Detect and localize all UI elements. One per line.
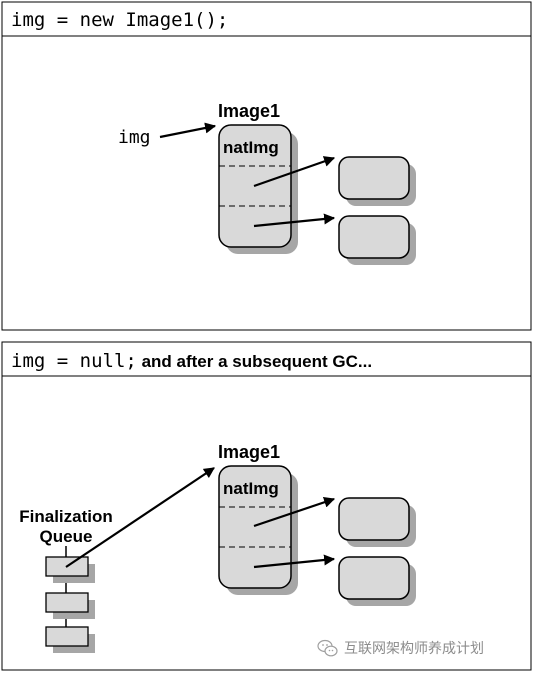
queue-to-object-arrow [65, 467, 215, 568]
top-img-reference-label: img [118, 127, 151, 148]
top-field-label: natImg [223, 138, 279, 157]
watermark: 互联网架构师养成计划 [317, 639, 484, 657]
top-object-label: Image1 [218, 101, 280, 121]
bottom-image1-object [218, 465, 292, 589]
bottom-panel-header-code: img = null; [11, 350, 137, 372]
wechat-icon [317, 639, 338, 657]
bottom-native-arrow-2 [253, 554, 336, 569]
queue-slot-3 [45, 626, 89, 647]
bottom-panel-header-text: and after a subsequent GC... [137, 352, 372, 371]
queue-label-line2: Queue [40, 527, 93, 546]
queue-slot-2 [45, 592, 89, 613]
bottom-object-label: Image1 [218, 442, 280, 462]
top-panel-header-code: img = new Image1(); [11, 9, 228, 31]
top-panel: img = new Image1(); Image1 natImg img [1, 1, 532, 331]
bottom-native-block-1 [338, 497, 410, 541]
top-img-arrow [159, 122, 217, 139]
bottom-panel-header: img = null; and after a subsequent GC... [11, 350, 372, 372]
top-native-arrow-1 [253, 156, 336, 188]
top-native-block-2 [338, 215, 410, 259]
top-native-arrow-2 [253, 213, 336, 228]
bottom-panel: img = null; and after a subsequent GC...… [1, 341, 532, 671]
bottom-native-arrow-1 [253, 496, 336, 528]
watermark-text: 互联网架构师养成计划 [344, 640, 484, 656]
bottom-native-block-2 [338, 556, 410, 600]
top-native-block-1 [338, 156, 410, 200]
queue-label-line1: Finalization [19, 507, 113, 526]
bottom-field-label: natImg [223, 479, 279, 498]
